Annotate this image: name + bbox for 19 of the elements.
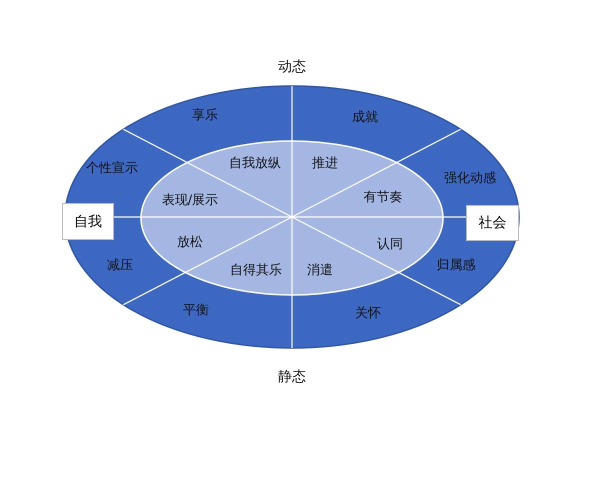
sector-label: 个性宣示 — [86, 159, 138, 177]
static-axis-label: 静态 — [278, 368, 306, 386]
sector-label: 认同 — [377, 235, 403, 253]
sector-label: 享乐 — [192, 106, 218, 124]
sector-label: 减压 — [107, 256, 133, 274]
sector-label: 强化动感 — [444, 169, 496, 187]
sector-label: 推进 — [312, 154, 338, 172]
dynamic-axis-label: 动态 — [278, 58, 306, 76]
sector-label: 平衡 — [183, 301, 209, 319]
sector-label: 消遣 — [307, 261, 333, 279]
sector-label: 放松 — [177, 233, 203, 251]
outer-ellipse — [64, 85, 520, 349]
sector-label: 成就 — [352, 108, 378, 126]
sector-label: 自得其乐 — [230, 261, 282, 279]
sector-label: 有节奏 — [364, 188, 402, 206]
sector-label: 表现/展示 — [162, 191, 218, 209]
sector-label: 自我放纵 — [229, 154, 281, 172]
sector-label: 关怀 — [355, 304, 381, 322]
sector-label: 归属感 — [436, 256, 476, 274]
